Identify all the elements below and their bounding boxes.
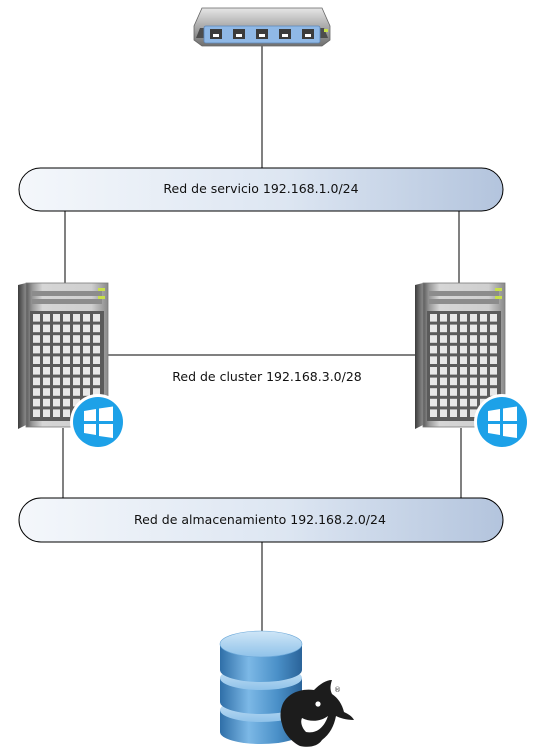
server-right — [414, 282, 530, 450]
freenas-shark-icon: ® — [280, 680, 354, 747]
windows-logo-icon — [474, 394, 530, 450]
windows-logo-icon — [70, 394, 126, 450]
database-icon — [219, 630, 303, 744]
network-switch-icon — [193, 7, 331, 47]
server-left — [17, 282, 126, 450]
service-network-label: Red de servicio 192.168.1.0/24 — [163, 181, 358, 196]
registered-mark: ® — [334, 686, 341, 694]
cluster-network-label: Red de cluster 192.168.3.0/28 — [172, 369, 362, 384]
service-network-bus: Red de servicio 192.168.1.0/24 — [18, 167, 504, 212]
connection-lines — [62, 46, 462, 632]
storage-network-bus: Red de almacenamiento 192.168.2.0/24 — [18, 497, 504, 543]
storage-network-label: Red de almacenamiento 192.168.2.0/24 — [134, 512, 386, 527]
